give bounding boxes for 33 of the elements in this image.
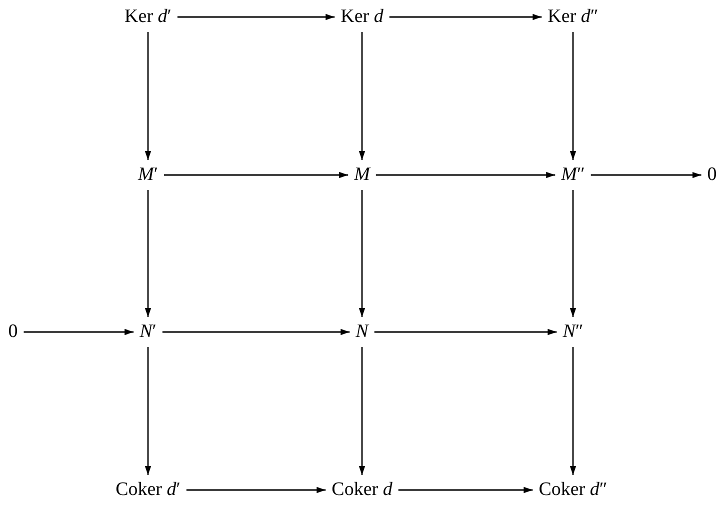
- object-label: N′: [136, 320, 160, 344]
- arrow: [374, 328, 557, 336]
- arrow: [570, 32, 576, 160]
- arrow: [398, 486, 533, 494]
- arrow: [570, 347, 576, 475]
- arrow: [144, 190, 152, 317]
- arrow: [570, 190, 576, 317]
- arrow: [590, 172, 702, 178]
- arrow: [144, 347, 152, 475]
- object-label: Ker d: [338, 5, 386, 29]
- object-label: Coker d: [328, 478, 396, 502]
- object-label: M: [351, 163, 373, 187]
- object-label: N″: [560, 320, 586, 344]
- arrow: [144, 32, 152, 160]
- arrow: [186, 486, 326, 494]
- object-label: N: [352, 320, 372, 344]
- arrow: [162, 328, 350, 336]
- arrow: [376, 172, 556, 178]
- arrow: [358, 347, 366, 475]
- object-label: M″: [558, 163, 588, 187]
- arrow: [358, 190, 366, 317]
- object-label: 0: [5, 320, 21, 344]
- arrow: [389, 14, 542, 20]
- object-label: Ker d″: [544, 5, 602, 29]
- arrow: [177, 14, 335, 20]
- arrow: [24, 328, 134, 336]
- arrow: [164, 172, 348, 178]
- object-label: Coker d″: [536, 478, 610, 502]
- object-label: Ker d′: [122, 5, 174, 29]
- object-label: M′: [135, 163, 161, 187]
- arrow: [358, 32, 366, 160]
- object-label: 0: [704, 163, 720, 187]
- object-label: Coker d′: [112, 478, 184, 502]
